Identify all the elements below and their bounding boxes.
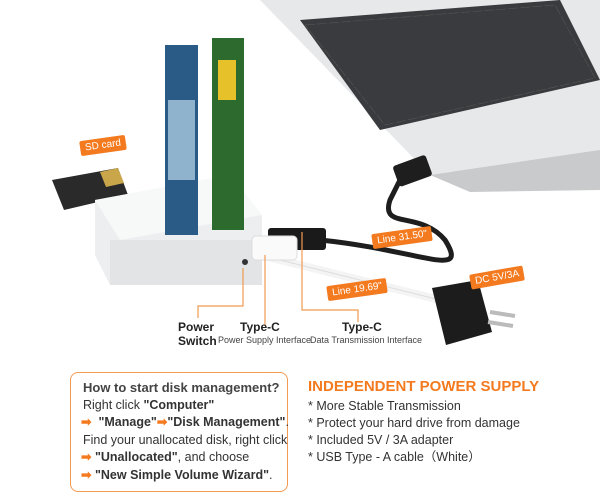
instr-disk-management: "Disk Management" [167,415,286,429]
feature-item: * More Stable Transmission [308,399,461,413]
instr-manage: "Manage" [98,415,157,429]
instructions-heading: How to start disk management? [83,380,280,395]
type-c-data-subtitle: Data Transmission Interface [310,335,423,345]
type-c-power-label: Type-C [240,320,280,334]
instr-period: . [285,415,289,429]
arrow-icon: ➡ [81,415,92,429]
feature-item: * Protect your hard drive from damage [308,416,520,430]
dock-image [95,38,262,285]
type-c-power-subtitle: Power Supply Interface [218,335,312,345]
instr-line3: Find your unallocated disk, right click [83,432,288,447]
sd-card-image [52,168,128,210]
power-supply-features: INDEPENDENT POWER SUPPLY * More Stable T… [308,378,539,466]
power-switch-label-line2: Switch [178,334,217,348]
feature-item: * USB Type - A cable（White） [308,450,481,464]
type-c-data-label: Type-C [342,320,382,334]
cables-image [251,155,516,345]
power-switch-label-line1: Power [178,320,215,334]
instr-wizard: "New Simple Volume Wizard" [94,467,270,482]
disk-management-instructions: How to start disk management? Right clic… [70,372,289,492]
arrow-icon: ➡ [81,467,92,482]
laptop-image [260,0,600,192]
leader-lines [197,232,359,325]
arrow-icon: ➡ [81,450,92,464]
instr-line4-suffix: , and choose [177,450,250,464]
instr-period: . [269,467,273,482]
feature-item: * Included 5V / 3A adapter [308,433,454,447]
instr-unallocated: "Unallocated" [94,450,178,464]
instr-line1-text: Right click [83,397,144,412]
arrow-icon: ➡ [156,415,168,429]
instr-computer: "Computer" [143,397,215,412]
power-supply-title: INDEPENDENT POWER SUPPLY [308,378,540,395]
